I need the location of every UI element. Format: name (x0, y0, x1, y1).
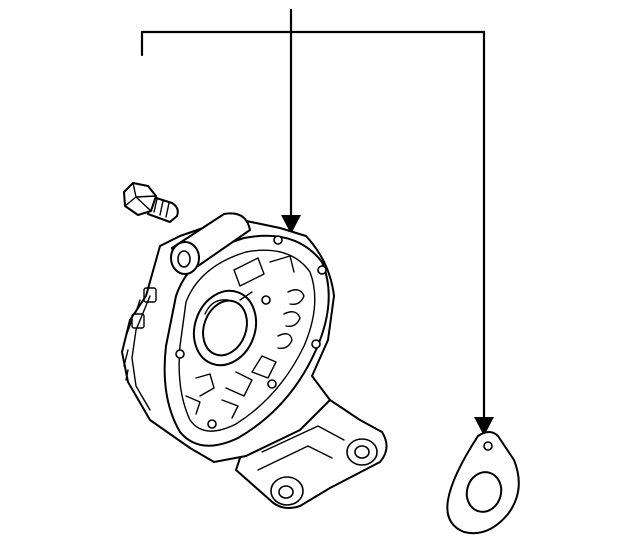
gasket-icon[interactable] (446, 431, 520, 535)
leader-lines (140, 8, 494, 436)
hex-bolt-icon[interactable] (123, 182, 179, 223)
leader-bracket-left (140, 30, 486, 57)
pump-housing-icon[interactable] (121, 212, 388, 509)
arrowhead-gasket (474, 417, 494, 436)
arrowhead-housing (281, 215, 301, 234)
